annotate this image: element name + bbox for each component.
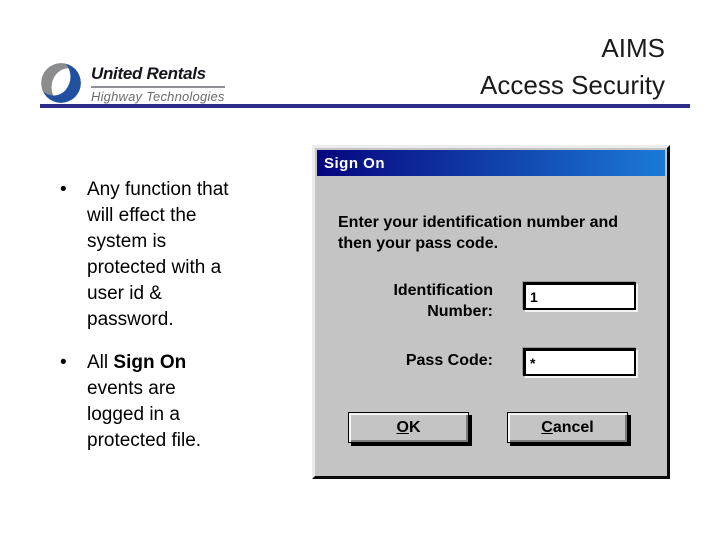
slide-title: AIMS Access Security — [480, 33, 665, 100]
sign-on-dialog: Sign On Enter your identification number… — [312, 145, 670, 479]
bullet-marker-icon: • — [60, 179, 67, 200]
bullet-list: • Any function that will effect the syste… — [60, 177, 290, 454]
bullet-item-security: • Any function that will effect the syste… — [60, 177, 290, 333]
dialog-title: Sign On — [324, 154, 385, 172]
logo-company-name: United Rentals — [91, 64, 225, 88]
bullet-text: All Sign On events are logged in a prote… — [87, 352, 202, 451]
logo-division-name: Highway Technologies — [91, 89, 225, 104]
cancel-button[interactable]: Cancel — [507, 412, 628, 443]
bullet-text: Any function that will effect the system… — [87, 179, 229, 330]
bullet-marker-icon: • — [60, 352, 67, 373]
passcode-label: Pass Code: — [405, 352, 493, 369]
passcode-input[interactable] — [523, 348, 636, 376]
ok-button[interactable]: OK — [348, 412, 469, 443]
bullet-item-logging: • All Sign On events are logged in a prot… — [60, 350, 290, 454]
dialog-titlebar[interactable]: Sign On — [317, 150, 665, 176]
logo-text: United Rentals Highway Technologies — [91, 62, 225, 104]
united-rentals-sphere-icon — [41, 63, 81, 103]
header-divider — [40, 104, 690, 108]
identification-input[interactable] — [523, 282, 636, 310]
identification-label: Identification Number: — [393, 282, 493, 320]
company-logo: United Rentals Highway Technologies — [40, 62, 225, 104]
dialog-instruction: Enter your identification number and the… — [338, 214, 619, 252]
